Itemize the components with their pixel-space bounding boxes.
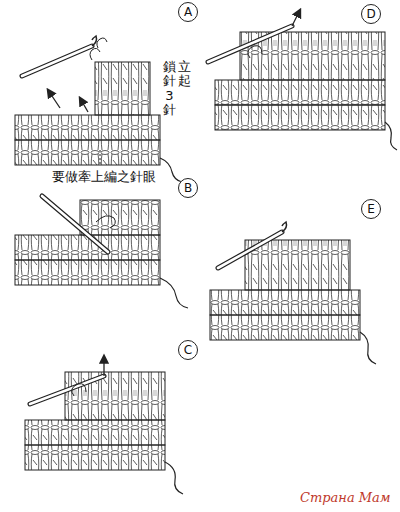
fabric-row [215, 105, 385, 130]
yarn-tail [385, 122, 397, 150]
fabric-row [15, 235, 160, 260]
arrow [292, 10, 300, 26]
hook [22, 46, 92, 76]
panel-e [210, 222, 376, 364]
fabric-row [15, 260, 160, 285]
yarn-tail [160, 278, 188, 308]
hook [30, 376, 104, 404]
fabric-row [215, 80, 385, 105]
hook-inner [22, 46, 92, 76]
circled-letter: C [178, 340, 198, 360]
panel-letter: A [184, 6, 192, 18]
stitch-block [80, 200, 160, 235]
circled-letter: D [361, 4, 381, 24]
panel-letter: E [367, 203, 375, 215]
fabric-row [25, 445, 165, 470]
hook [218, 232, 282, 268]
hook-tip [282, 222, 287, 232]
vertical-note: 立起 [178, 60, 191, 89]
arrow [80, 98, 88, 112]
panel-letter: C [184, 344, 192, 356]
fabric-row [210, 315, 360, 340]
loop [248, 46, 262, 58]
panel-letter: B [184, 182, 192, 194]
hook-tip [92, 36, 97, 46]
stitch-block [245, 240, 350, 290]
hook-inner [30, 376, 104, 404]
stitch-note: 要做牽上編之針眼 [52, 169, 156, 185]
vertical-note: 鎖針3針 [163, 60, 176, 117]
hook-inner [42, 196, 108, 252]
chain-loop [90, 38, 107, 60]
arrow [48, 90, 60, 108]
panel-c [25, 356, 183, 494]
stitch-block [95, 62, 150, 115]
hook [42, 196, 108, 252]
fabric-row [15, 115, 160, 140]
watermark: Страна Мам [300, 490, 391, 506]
panel-d [208, 10, 397, 150]
panel-b [15, 196, 188, 308]
hook-inner [208, 26, 292, 62]
fabric-row [15, 140, 160, 165]
panel-a [15, 36, 182, 182]
fabric-row [25, 420, 165, 445]
arrow [103, 356, 104, 376]
yarn-tail [360, 332, 376, 364]
hook [208, 26, 292, 62]
leader-line [100, 150, 101, 166]
yarn-tail [160, 158, 182, 182]
stitch-block [65, 372, 165, 420]
loop [72, 384, 86, 396]
circled-letter: B [178, 178, 198, 198]
circled-letter: E [361, 199, 381, 219]
panel-letter: D [366, 8, 375, 20]
fabric-row [210, 290, 360, 315]
yarn-tail [165, 462, 183, 494]
circled-letter: A [178, 2, 198, 22]
hook-inner [218, 232, 282, 268]
loop [96, 216, 115, 228]
